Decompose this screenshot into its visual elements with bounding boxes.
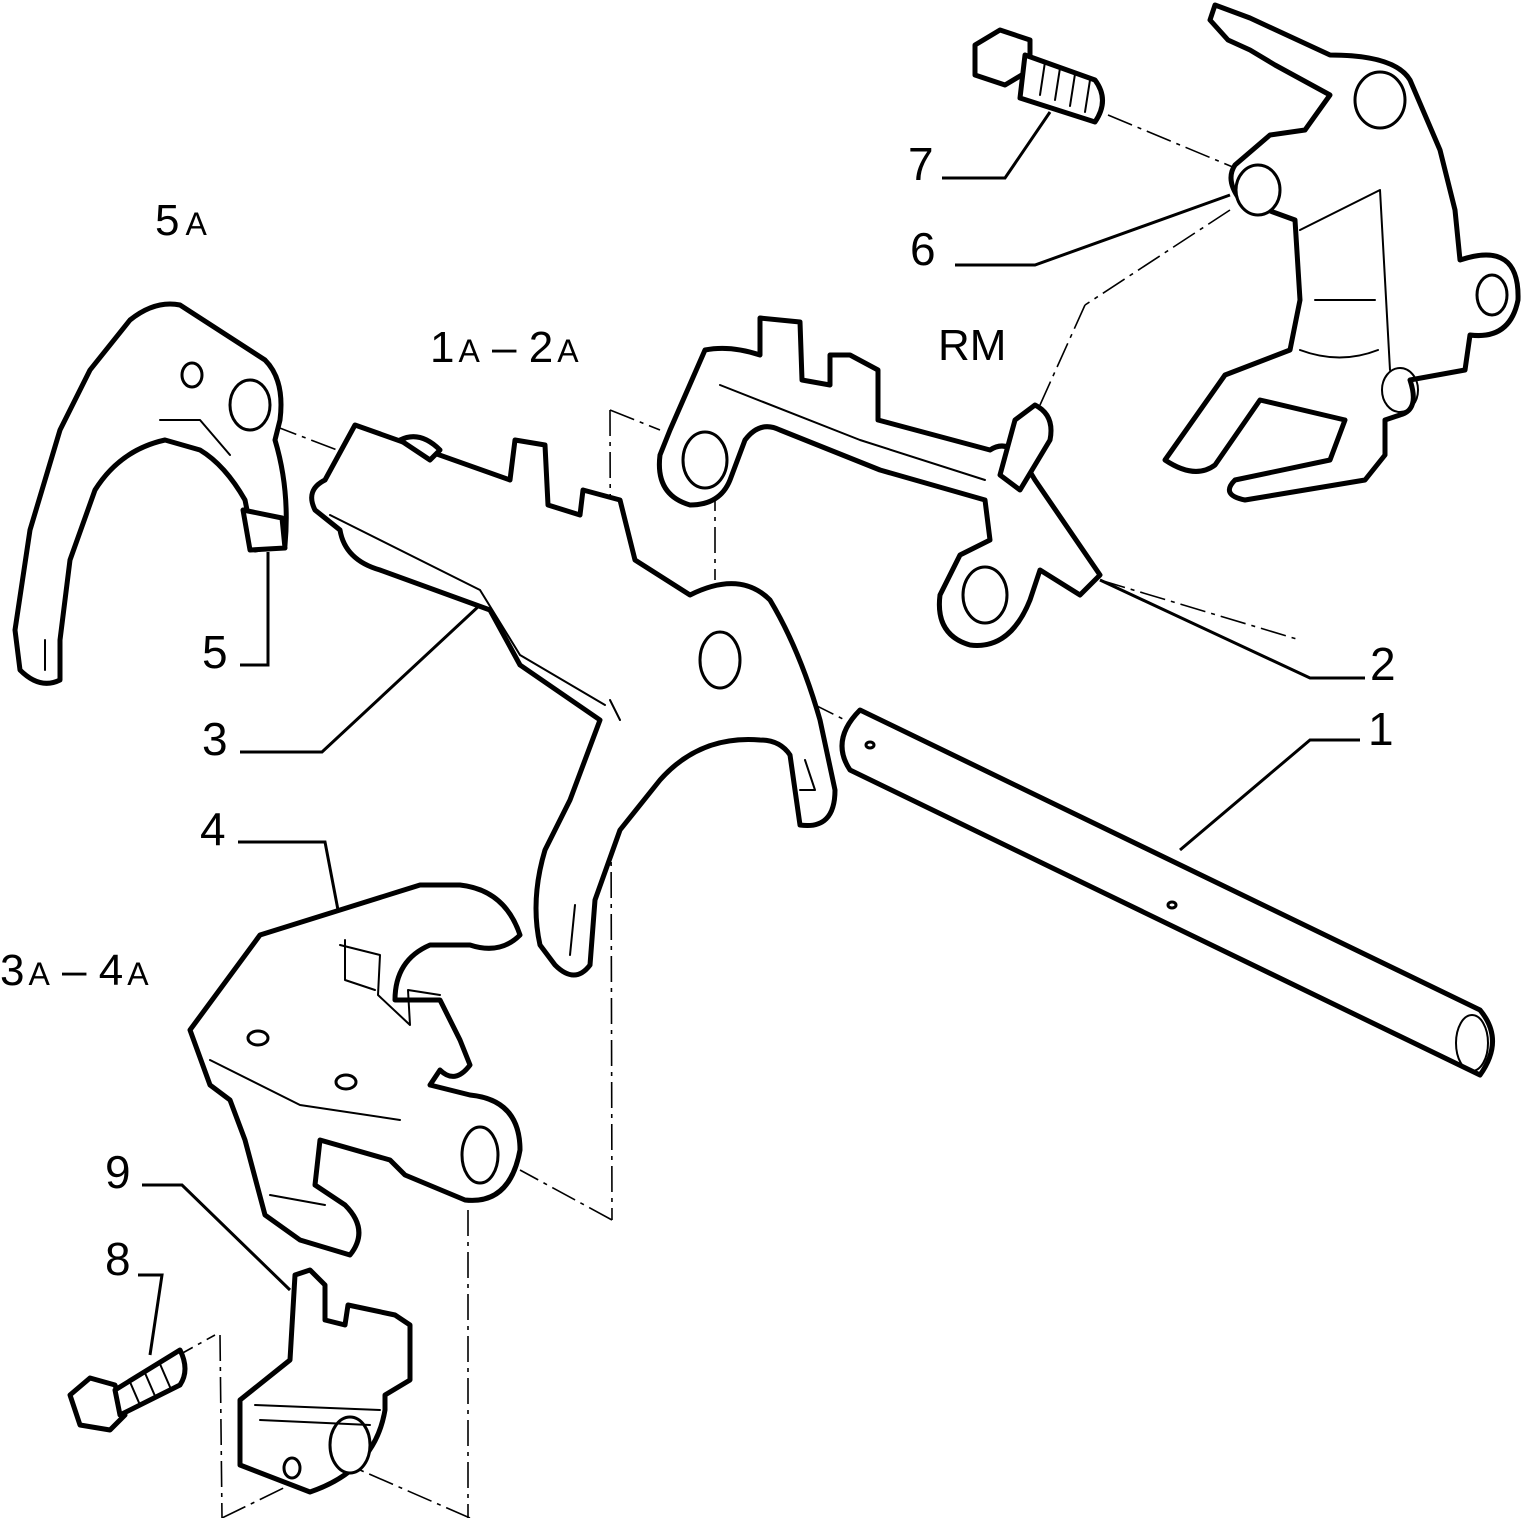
part-7-bolt — [972, 27, 1105, 125]
callout-4: 4 — [200, 803, 226, 855]
assembly-axes — [169, 114, 1301, 1518]
part-8-bolt — [67, 1347, 188, 1433]
part-9-finger — [237, 1267, 413, 1495]
callout-1: 1 — [1368, 703, 1394, 755]
part-2-reverse-fork — [656, 315, 1103, 648]
part-4-fork-3-4 — [187, 882, 523, 1258]
callouts: 7 6 2 1 5 3 4 9 8 — [105, 138, 1396, 1285]
part-6-lever — [1162, 2, 1521, 503]
part-3-fork-1-2 — [309, 422, 838, 978]
part-5-fork-5th — [12, 301, 289, 686]
callout-8: 8 — [105, 1233, 131, 1285]
callout-6: 6 — [910, 223, 936, 275]
label-reverse: RM — [938, 321, 1006, 370]
callout-5: 5 — [202, 626, 228, 678]
callout-9: 9 — [105, 1146, 131, 1198]
callout-2: 2 — [1370, 638, 1396, 690]
part-1-rod — [839, 707, 1495, 1078]
callout-7: 7 — [908, 138, 934, 190]
callout-3: 3 — [202, 713, 228, 765]
leader-lines — [138, 111, 1365, 1356]
